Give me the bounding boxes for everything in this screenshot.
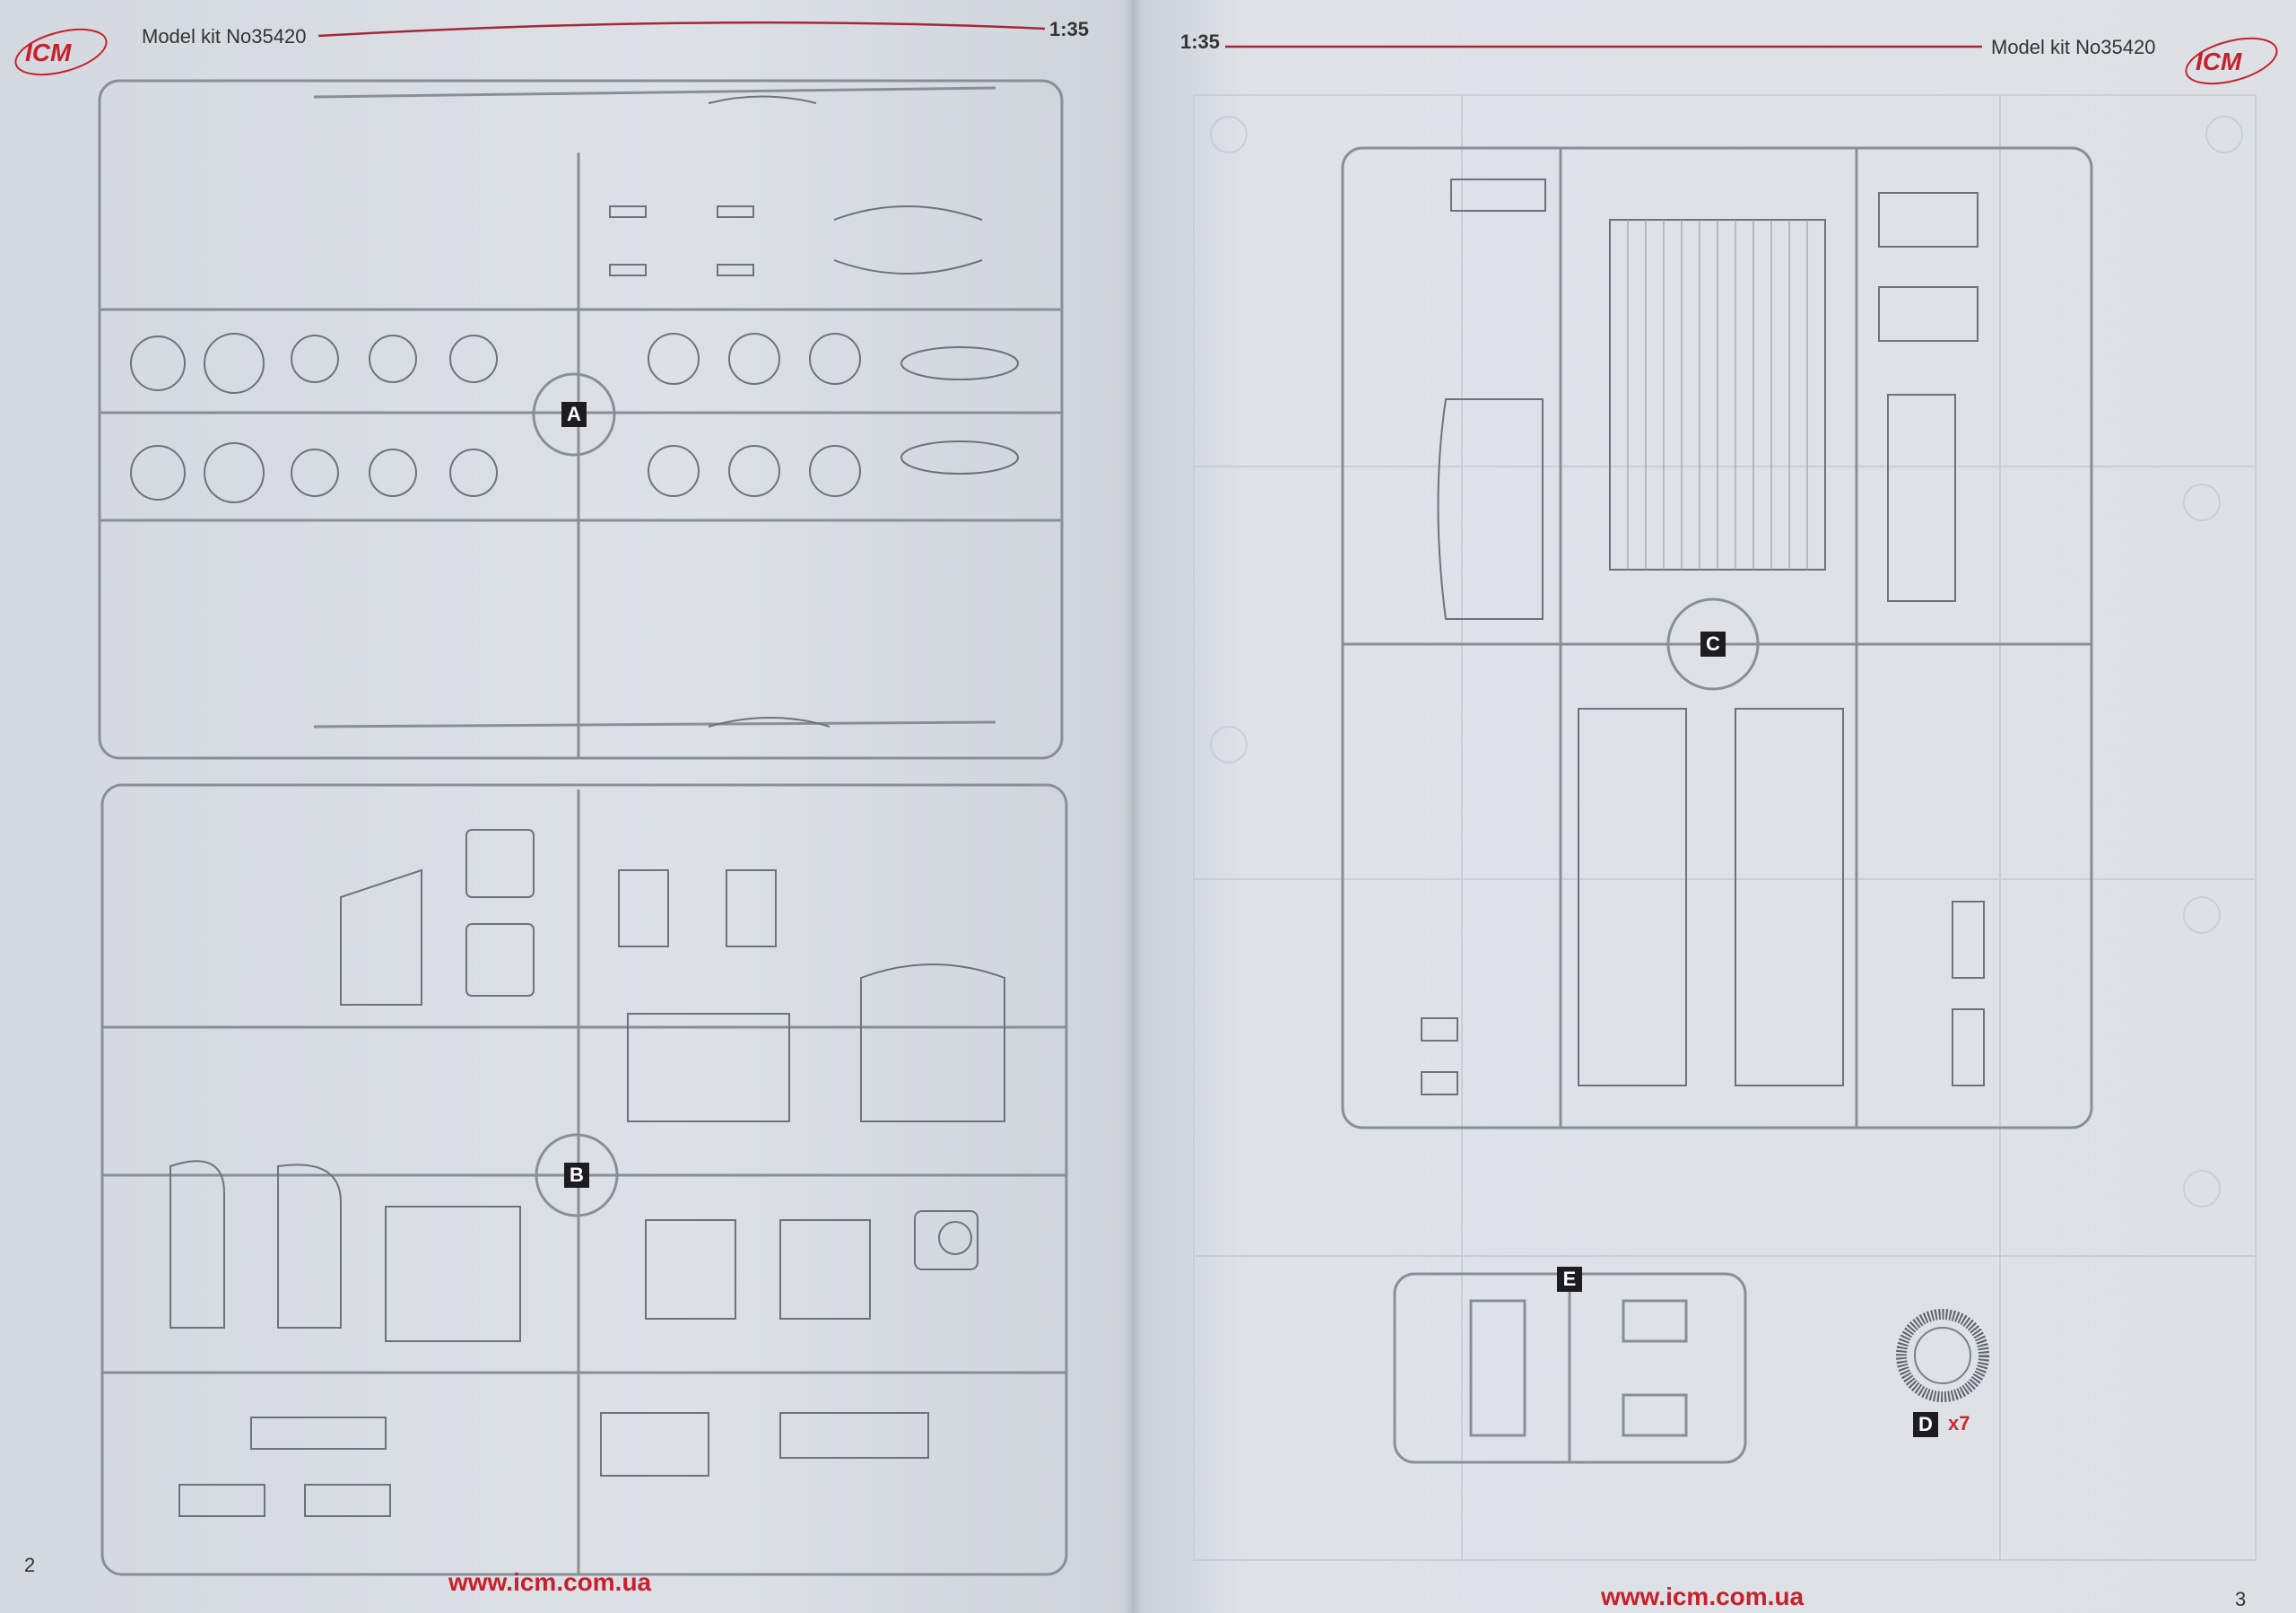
header-rule-left (317, 21, 1046, 38)
sprue-d-quantity: x7 (1948, 1412, 1970, 1434)
sprue-a-wheels (130, 333, 1019, 503)
svg-text:ICM: ICM (25, 39, 72, 66)
sprue-d-label: D (1913, 1412, 1938, 1437)
sprue-a-label: A (561, 402, 587, 427)
sprue-b-label: B (564, 1163, 589, 1188)
sprue-c-frame (1341, 146, 2093, 1129)
left-page (0, 0, 1132, 1613)
sprue-b-parts (170, 829, 1005, 1517)
right-page (1132, 0, 2296, 1613)
kit-number-left: Model kit No35420 (142, 25, 307, 48)
svg-text:ICM: ICM (2196, 48, 2242, 75)
scale-left: 1:35 (1049, 18, 1090, 40)
sprue-c-label: C (1700, 632, 1726, 657)
sprue-a-leaf-springs (609, 95, 983, 728)
page-number-right: 3 (2235, 1588, 2247, 1610)
sprue-a-frame (98, 79, 1064, 760)
kit-number-right: Model kit No35420 (1991, 36, 2156, 58)
page-number-left: 2 (24, 1554, 36, 1576)
tire-d (1896, 1309, 1989, 1402)
sprue-e-label: E (1557, 1267, 1582, 1292)
sprue-c-ribs (1627, 220, 1808, 570)
icm-logo-left: ICM (9, 25, 117, 83)
website-link-right[interactable]: www.icm.com.ua (1601, 1582, 1805, 1610)
website-link-left[interactable]: www.icm.com.ua (448, 1568, 652, 1596)
icm-logo-right: ICM (2179, 34, 2287, 92)
scale-right: 1:35 (1180, 31, 1221, 53)
sprue-e-frame (1393, 1272, 1747, 1464)
page-fold (1123, 0, 1143, 1613)
bleed-through-grid (1193, 94, 2257, 1561)
